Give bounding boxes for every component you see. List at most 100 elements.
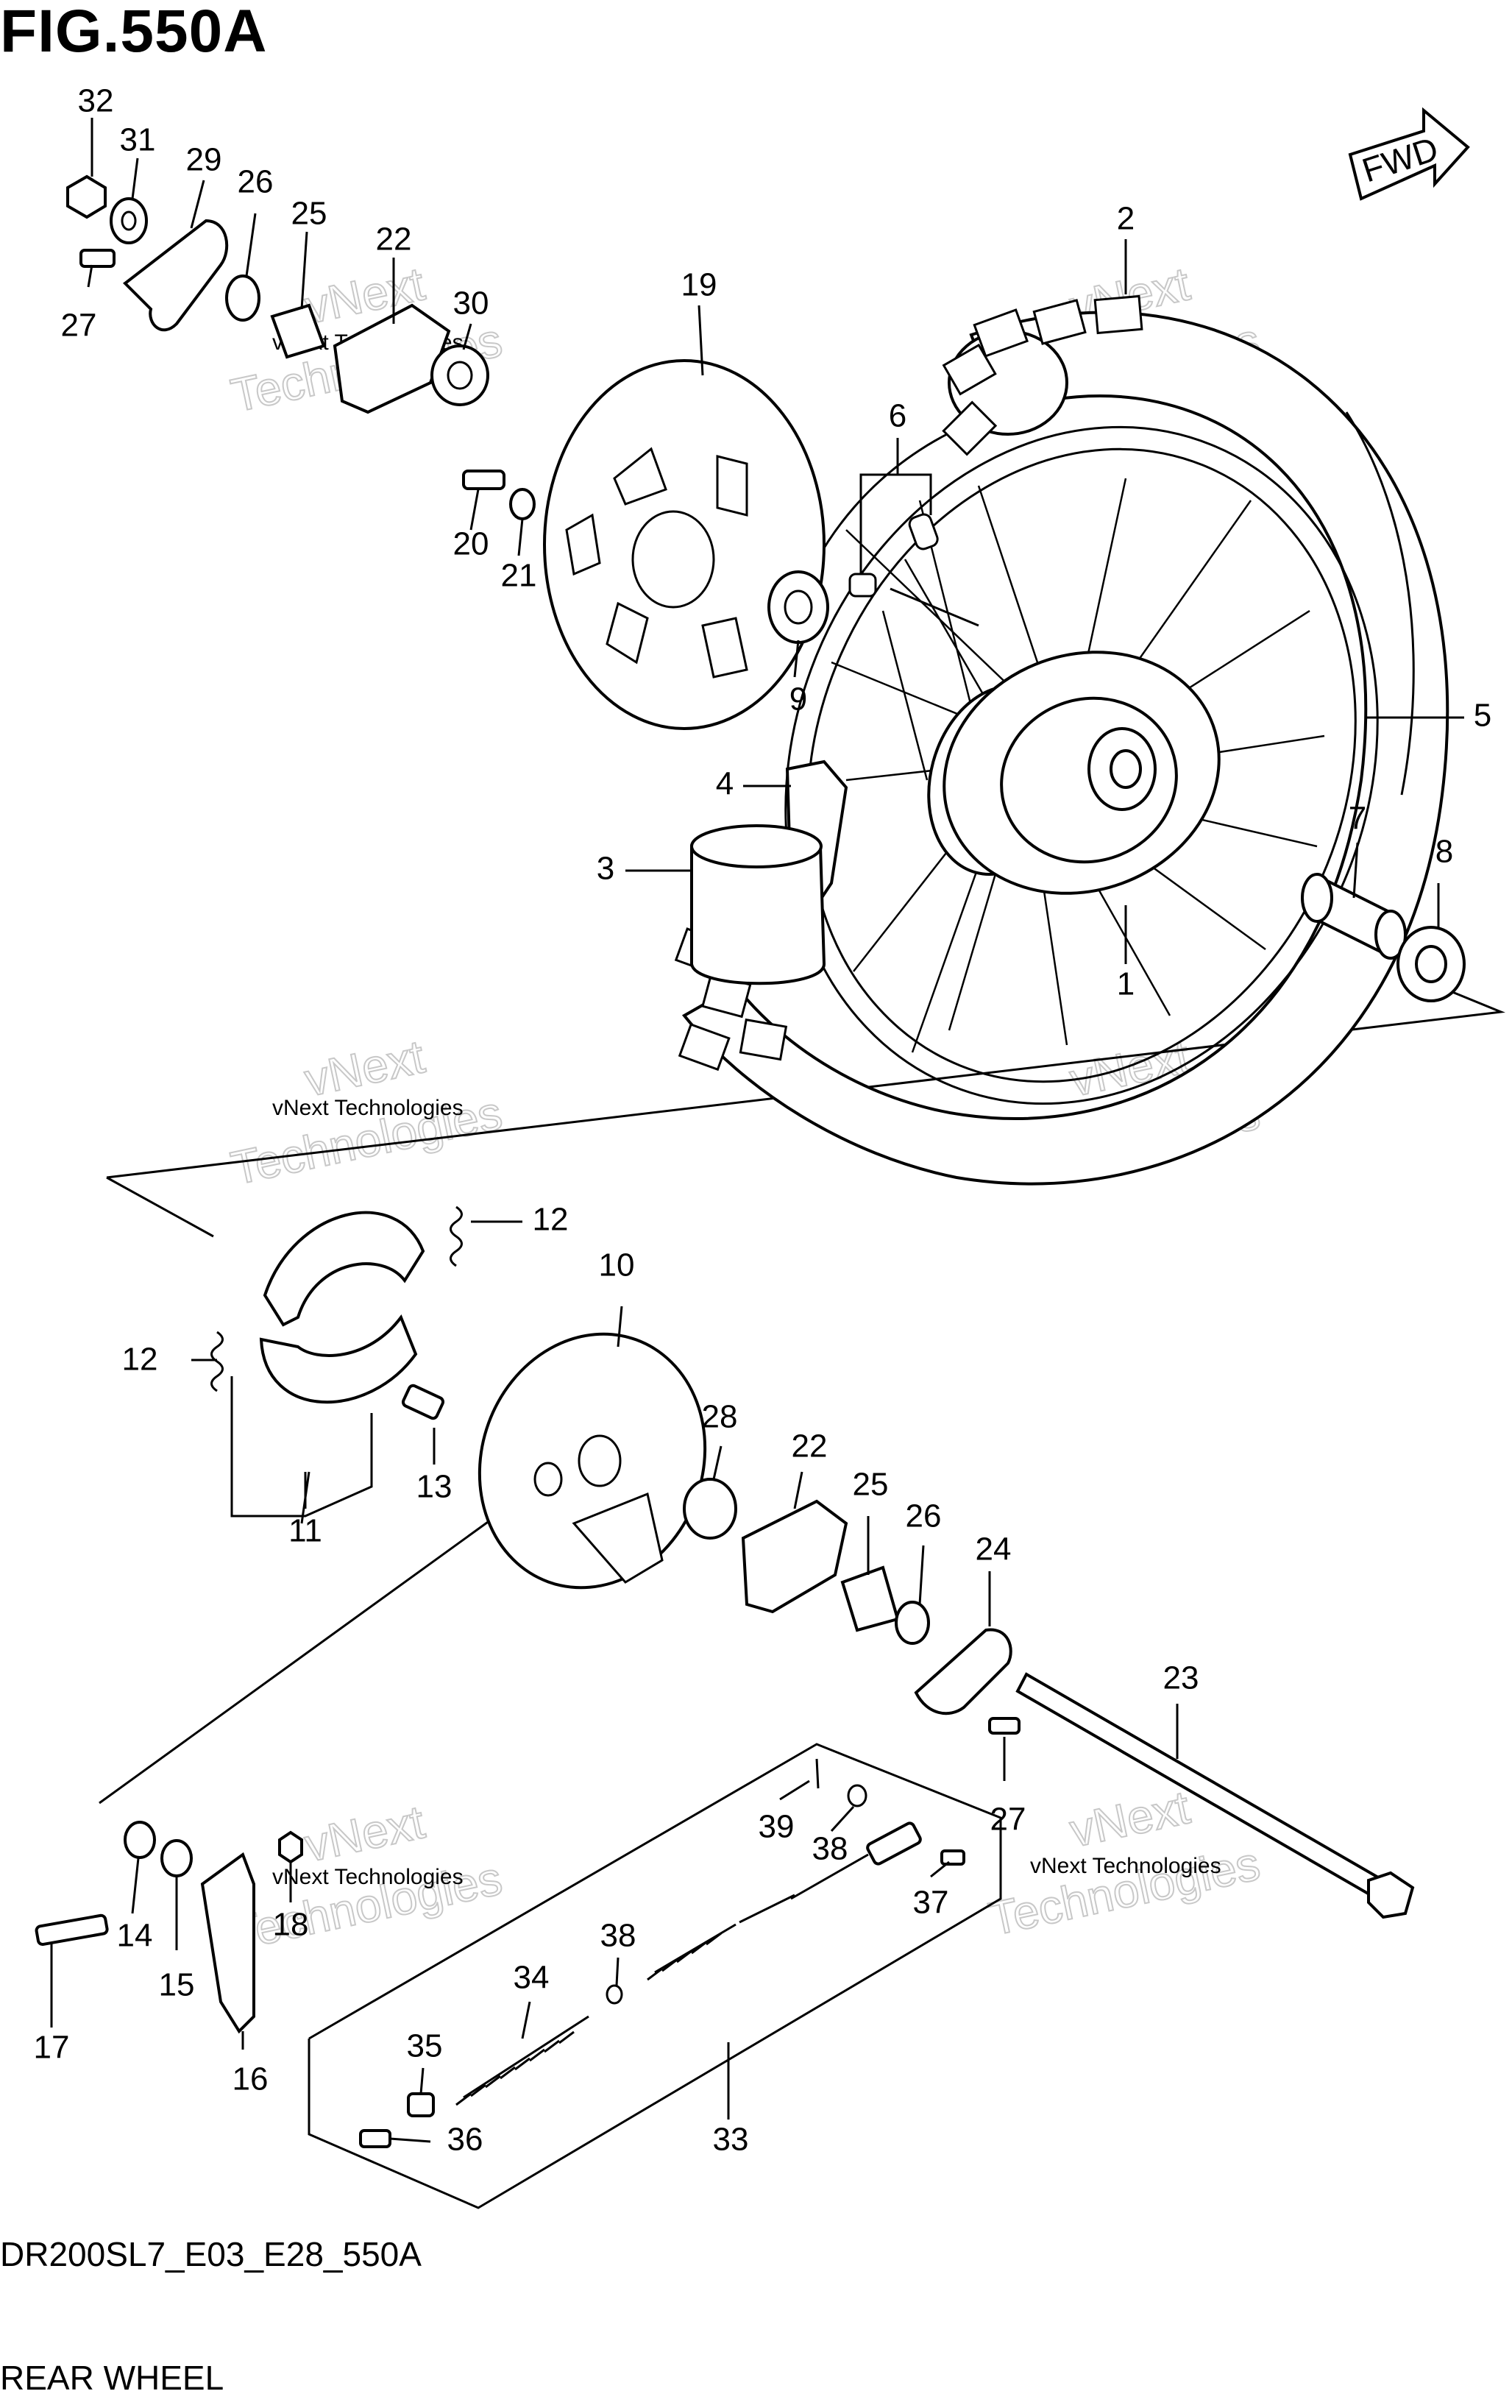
brake-arm-16	[200, 1852, 255, 2034]
right-mid-parts	[683, 1478, 1021, 1735]
callout-labels: 32 31 29 26 25 22 30 27 20 21 19 9 2 6 5…	[34, 83, 1492, 2158]
callout-label: 19	[681, 267, 717, 303]
valve-set	[848, 473, 979, 627]
watermark-small: vNext Technologies	[272, 1865, 464, 1889]
rear-axle	[1015, 1672, 1415, 1919]
callout-label: 32	[78, 83, 114, 119]
nut-32	[66, 174, 107, 219]
callout-label: 16	[233, 2061, 269, 2097]
callout-label: 14	[117, 1918, 153, 1954]
callout-label: 39	[759, 1809, 795, 1845]
callout-label: 25	[291, 196, 327, 232]
callout-label: 36	[447, 2122, 483, 2158]
collar-28	[683, 1478, 737, 1540]
callout-label: 12	[533, 1202, 569, 1238]
callout-label: 33	[713, 2122, 749, 2158]
rod-34	[463, 2015, 589, 2099]
callout-label: 28	[702, 1399, 738, 1435]
watermark-small: vNext Technologies	[1030, 1854, 1221, 1878]
washer-38a	[847, 1784, 867, 1807]
washer-26a	[225, 275, 260, 322]
hub	[927, 651, 1221, 895]
callout-label: 21	[501, 558, 537, 594]
joint-35	[407, 2092, 435, 2117]
callout-label: 24	[976, 1531, 1012, 1568]
callout-label: 6	[889, 398, 906, 434]
watermark-small: vNext Technologies	[272, 1096, 464, 1120]
callout-label: 25	[853, 1467, 889, 1503]
callout-label: 2	[1117, 201, 1135, 237]
callout-label: 38	[812, 1831, 848, 1867]
chain-adjuster-plate-29	[122, 219, 229, 332]
callout-label: 27	[990, 1802, 1026, 1838]
forward-arrow-icon: FWD	[1348, 107, 1470, 201]
callout-label: 15	[159, 1967, 195, 2003]
spring-12a	[450, 1205, 463, 1267]
bolt-36	[359, 2129, 391, 2148]
watermark-big-top: vNext	[1065, 1780, 1194, 1857]
callout-label: 4	[716, 766, 734, 802]
washer-15	[160, 1839, 193, 1877]
callout-label: 26	[238, 164, 274, 200]
axle-spacer	[1301, 873, 1407, 960]
callout-label: 8	[1435, 834, 1453, 870]
callout-label: 23	[1163, 1660, 1199, 1696]
bolt-17	[35, 1913, 109, 1947]
callout-label: 10	[599, 1247, 635, 1283]
callout-label: 12	[122, 1342, 158, 1378]
callout-label: 31	[120, 122, 156, 158]
nut-18	[278, 1830, 303, 1864]
callout-label: 27	[61, 308, 97, 344]
callout-label: 37	[913, 1885, 949, 1921]
rear-sprocket	[543, 359, 829, 730]
callout-label: 35	[407, 2028, 443, 2064]
adjuster-22b	[741, 1499, 848, 1614]
spacer-25a	[270, 303, 326, 359]
callout-label: 18	[273, 1907, 309, 1943]
callout-label: 38	[600, 1918, 636, 1954]
callout-label: 1	[1117, 966, 1135, 1002]
callout-label: 11	[288, 1513, 322, 1549]
adjuster-22a	[333, 303, 451, 414]
figure-code: DR200SL7_E03_E28_550A	[0, 2235, 422, 2273]
callout-label: 5	[1474, 698, 1491, 734]
callout-label: 7	[1349, 801, 1366, 837]
brake-panel	[478, 1332, 707, 1590]
callout-label: 22	[792, 1428, 828, 1465]
washer-38b	[606, 1984, 623, 2005]
washer-14	[124, 1821, 156, 1859]
callout-label: 13	[416, 1469, 452, 1505]
brake-lever-parts	[35, 1821, 303, 2034]
rod-front	[654, 1923, 737, 1974]
brake-shoe-set	[210, 1205, 463, 1518]
brake-link-assembly	[308, 1743, 1002, 2209]
figure-name: REAR WHEEL	[0, 2359, 224, 2397]
callout-label: 17	[34, 2030, 70, 2066]
callout-label: 26	[906, 1498, 942, 1534]
chain-adjuster-plate-24	[914, 1628, 1012, 1715]
bolt-27a	[79, 249, 116, 268]
figure-title: FIG.550A	[0, 0, 268, 65]
bolt-20	[462, 470, 505, 490]
callout-label: 30	[453, 286, 489, 322]
watermark-big-top: vNext	[300, 1795, 429, 1871]
callout-label: 20	[453, 526, 489, 562]
callout-label: 34	[514, 1960, 550, 1996]
tube-valve-sleeve	[690, 824, 826, 985]
brake-cam-13	[401, 1384, 445, 1420]
tire	[674, 294, 1449, 1186]
rod-end-37	[866, 1821, 922, 1866]
spacer-25b	[840, 1565, 900, 1632]
callout-label: 29	[186, 142, 222, 178]
tire-tread	[674, 294, 1143, 1072]
washer-21	[509, 488, 536, 520]
watermark-big-bottom: Technologies	[984, 1837, 1264, 1946]
spring-12b	[210, 1331, 224, 1392]
callout-label: 3	[597, 851, 614, 887]
wheel-bearing	[1396, 926, 1466, 1002]
rim	[784, 425, 1379, 1105]
callout-label: 9	[789, 681, 807, 718]
top-left-parts	[66, 174, 536, 520]
